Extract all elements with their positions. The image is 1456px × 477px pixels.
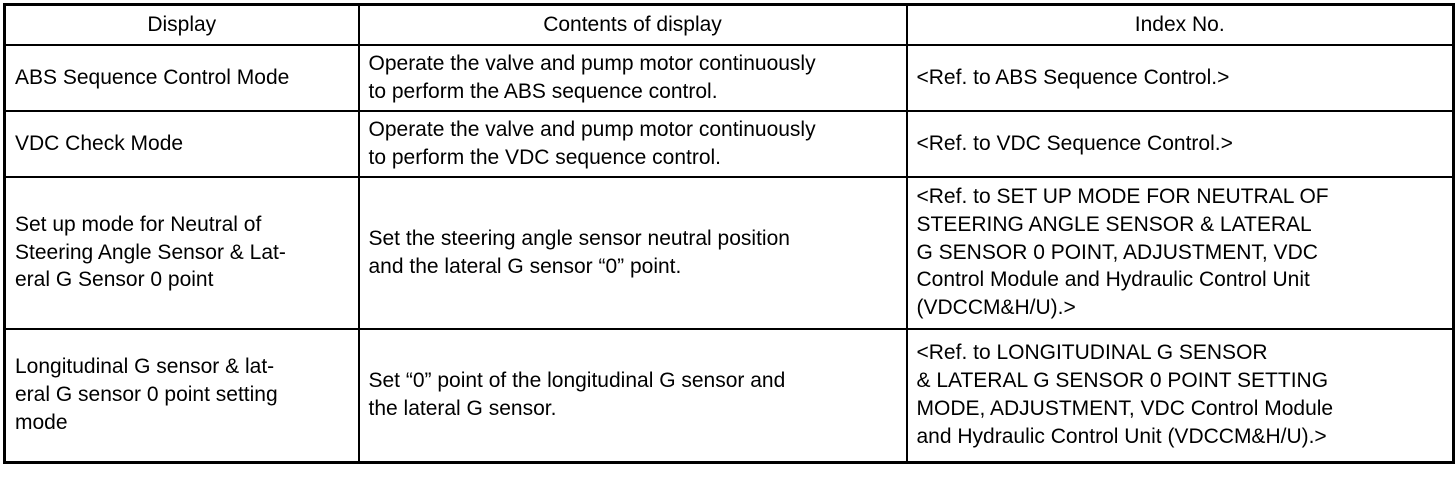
column-header-index-no: Index No. [905, 3, 1455, 46]
contents-cell: Set “0” point of the longitudinal G sens… [357, 327, 908, 464]
header-row: Display Contents of display Index No. [3, 3, 1455, 46]
table-row: Set up mode for Neutral of Steering Angl… [3, 175, 1455, 330]
column-header-contents: Contents of display [357, 3, 908, 46]
index-cell: <Ref. to ABS Sequence Control.> [905, 43, 1455, 112]
table-row: ABS Sequence Control Mode Operate the va… [3, 43, 1455, 112]
index-cell: <Ref. to LONGITUDINAL G SENSOR & LATERAL… [905, 327, 1455, 464]
contents-cell: Operate the valve and pump motor continu… [357, 43, 908, 112]
display-cell: Longitudinal G sensor & lat- eral G sens… [3, 327, 360, 464]
table-row: VDC Check Mode Operate the valve and pum… [3, 109, 1455, 178]
display-cell: VDC Check Mode [3, 109, 360, 178]
display-modes-table: Display Contents of display Index No. AB… [3, 3, 1455, 464]
index-cell: <Ref. to SET UP MODE FOR NEUTRAL OF STEE… [905, 175, 1455, 330]
index-cell: <Ref. to VDC Sequence Control.> [905, 109, 1455, 178]
contents-cell: Set the steering angle sensor neutral po… [357, 175, 908, 330]
display-cell: ABS Sequence Control Mode [3, 43, 360, 112]
contents-cell: Operate the valve and pump motor continu… [357, 109, 908, 178]
display-cell: Set up mode for Neutral of Steering Angl… [3, 175, 360, 330]
table-row: Longitudinal G sensor & lat- eral G sens… [3, 327, 1455, 464]
column-header-display: Display [3, 3, 360, 46]
